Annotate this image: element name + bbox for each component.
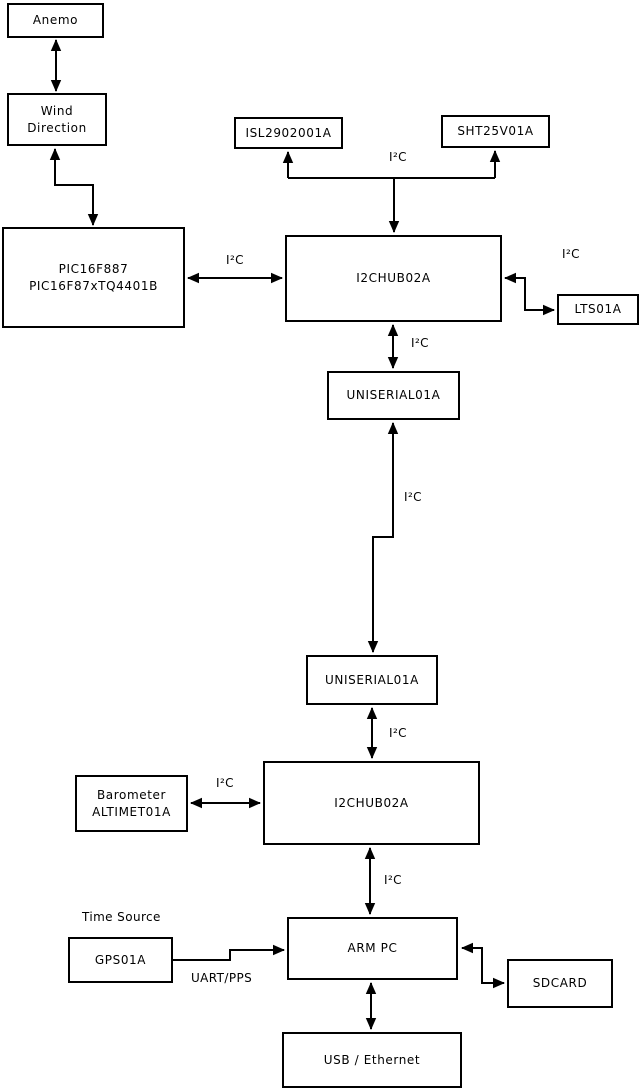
node-lts01a: LTS01A — [557, 294, 639, 325]
node-i2chub02a-top-label: I2CHUB02A — [356, 271, 431, 286]
node-i2chub02a-bottom-label: I2CHUB02A — [334, 795, 409, 810]
node-barometer: Barometer ALTIMET01A — [75, 775, 188, 832]
node-usb-ethernet-label: USB / Ethernet — [323, 1052, 421, 1067]
node-uniserial01a-top: UNISERIAL01A — [327, 371, 460, 420]
uart-pps-label: UART/PPS — [191, 971, 253, 985]
i2c-label-sensor-bus: I²C — [389, 150, 407, 164]
i2c-label-hub-bottom-armpc: I²C — [384, 873, 402, 887]
i2c-label-pic-hub-top: I²C — [226, 253, 244, 267]
node-uniserial01a-bottom: UNISERIAL01A — [306, 655, 438, 705]
node-isl2902001a: ISL2902001A — [234, 117, 343, 149]
node-uniserial01a-bottom-label: UNISERIAL01A — [325, 672, 419, 687]
node-i2chub02a-top: I2CHUB02A — [285, 235, 502, 322]
connector-armpc-sdcard — [461, 942, 505, 989]
node-sht25v01a: SHT25V01A — [441, 115, 550, 148]
node-lts01a-label: LTS01A — [574, 302, 622, 317]
node-uniserial01a-top-label: UNISERIAL01A — [346, 388, 441, 403]
node-sht25v01a-label: SHT25V01A — [457, 124, 534, 139]
node-wind-direction-label-line2: Direction — [27, 120, 87, 135]
node-barometer-label-line2: ALTIMET01A — [92, 804, 171, 819]
connector-uniserial-link — [367, 422, 399, 653]
node-sdcard-label: SDCARD — [532, 976, 588, 991]
connector-hub-top-lts — [504, 272, 555, 316]
node-pic16f887: PIC16F887 PIC16F87xTQ4401B — [2, 227, 185, 328]
node-pic16f887-label-line1: PIC16F887 — [58, 262, 129, 277]
node-wind-direction-label-line1: Wind — [40, 104, 74, 119]
i2c-label-hub-top-lts: I²C — [562, 247, 580, 261]
node-sdcard: SDCARD — [507, 959, 613, 1008]
node-arm-pc-label: ARM PC — [347, 941, 398, 956]
node-isl2902001a-label: ISL2902001A — [245, 125, 332, 140]
node-anemo: Anemo — [7, 3, 104, 38]
i2c-label-uniserial-link: I²C — [404, 490, 422, 504]
node-arm-pc: ARM PC — [287, 917, 458, 980]
node-anemo-label: Anemo — [32, 13, 79, 28]
node-gps01a-label: GPS01A — [94, 952, 147, 967]
node-barometer-label-line1: Barometer — [96, 788, 167, 803]
node-i2chub02a-bottom: I2CHUB02A — [263, 761, 480, 845]
connector-wind-pic — [49, 148, 99, 226]
i2c-label-hub-top-uniserial: I²C — [411, 336, 429, 350]
time-source-label: Time Source — [82, 910, 161, 924]
i2c-label-barometer-hub-bottom: I²C — [216, 776, 234, 790]
node-gps01a: GPS01A — [68, 937, 173, 983]
node-pic16f887-label-line2: PIC16F87xTQ4401B — [29, 278, 158, 293]
i2c-label-uniserial-hub-bottom: I²C — [389, 726, 407, 740]
node-wind-direction: Wind Direction — [7, 93, 107, 146]
connector-gps-armpc — [173, 944, 285, 961]
node-usb-ethernet: USB / Ethernet — [282, 1032, 462, 1088]
